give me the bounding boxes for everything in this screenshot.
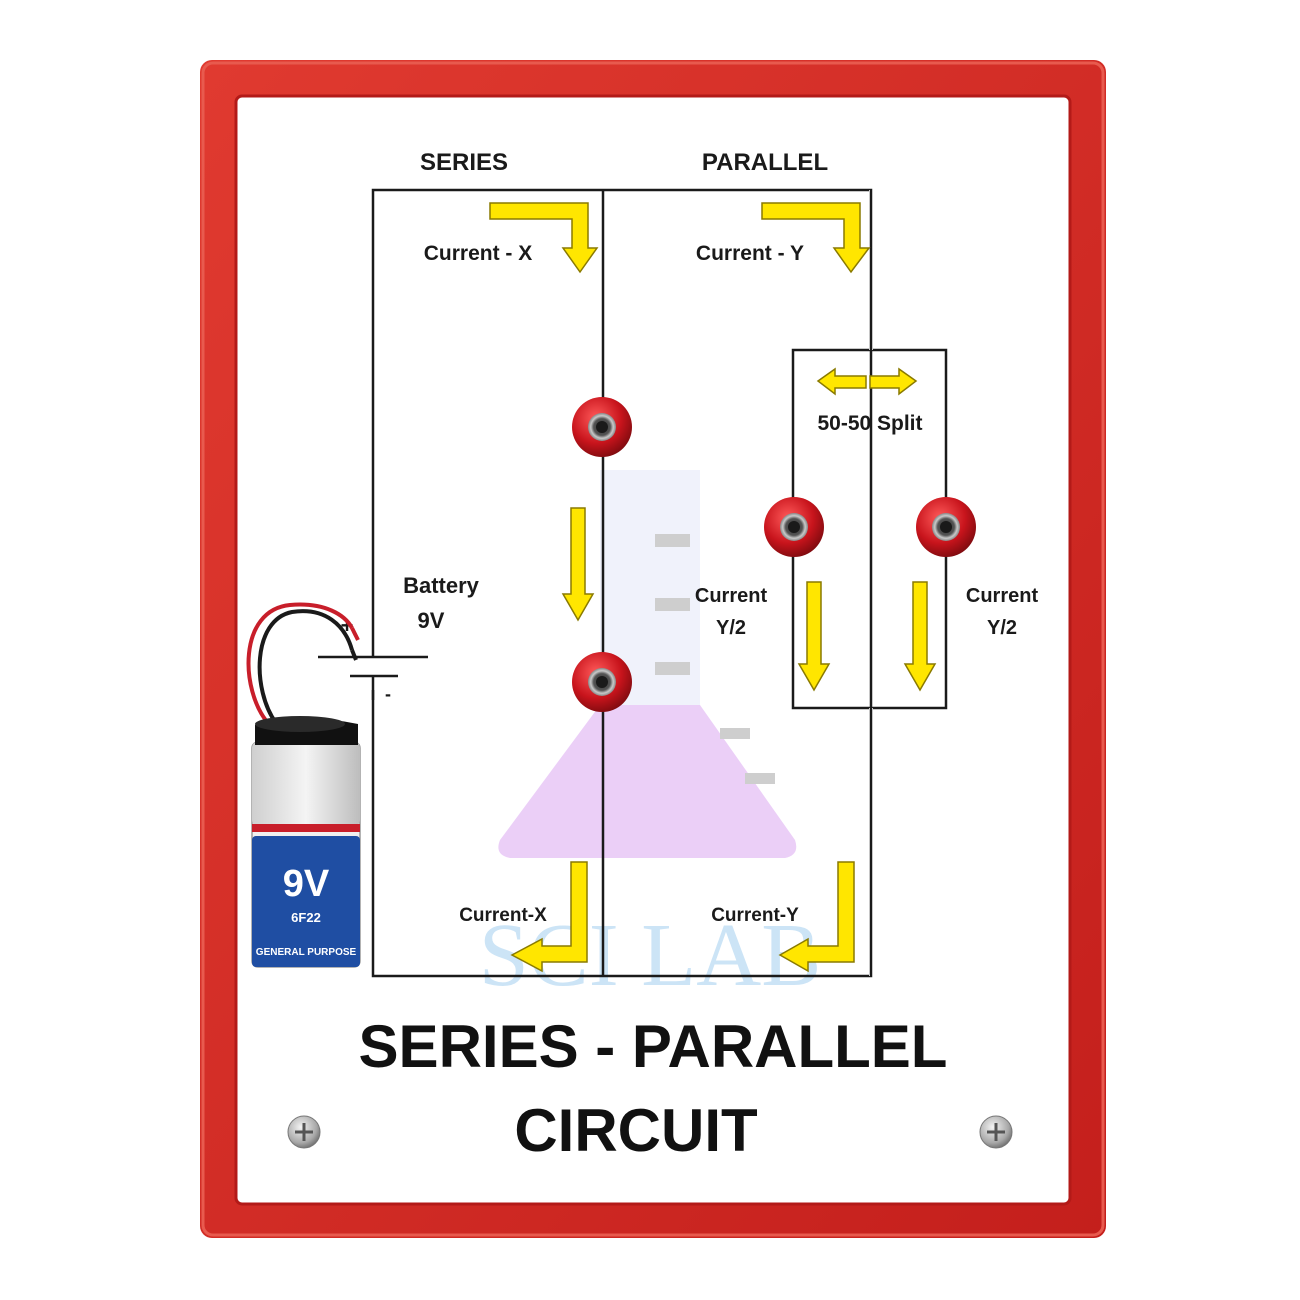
circuit-labels: SERIES PARALLEL Current - X Current - Y …: [341, 149, 1039, 926]
board-title: SERIES - PARALLEL CIRCUIT: [359, 1013, 948, 1164]
socket-parallel-right[interactable]: [916, 497, 976, 557]
socket-series-top[interactable]: [572, 397, 632, 457]
socket-series-bottom[interactable]: [572, 652, 632, 712]
label-current-y-top: Current - Y: [696, 242, 804, 265]
title-line2: CIRCUIT: [514, 1097, 757, 1164]
title-line1: SERIES - PARALLEL: [359, 1013, 948, 1080]
label-minus: -: [385, 684, 391, 704]
label-current-y2-left-line1: Current: [695, 585, 768, 607]
arrow-parallel-bottom-icon: [778, 861, 855, 973]
battery-black-wire: [257, 609, 354, 725]
label-current-x-top: Current - X: [424, 242, 533, 265]
battery-type: GENERAL PURPOSE: [256, 947, 357, 958]
heading-parallel: PARALLEL: [702, 149, 828, 176]
label-current-x-bottom: Current-X: [459, 905, 547, 926]
label-battery-line1: Battery: [403, 573, 480, 598]
arrow-right-branch-icon: [903, 581, 937, 692]
label-current-y2-right-line1: Current: [966, 585, 1039, 607]
label-current-y-bottom: Current-Y: [711, 905, 799, 926]
label-current-y2-left-line2: Y/2: [716, 617, 746, 639]
arrow-series-middle-icon: [561, 507, 595, 622]
arrow-series-bottom-icon: [510, 861, 588, 973]
current-arrows: [489, 202, 937, 973]
arrow-series-top-icon: [489, 202, 599, 274]
battery-red-stripe: [252, 824, 360, 832]
battery-9v[interactable]: 9V 6F22 GENERAL PURPOSE: [246, 602, 361, 968]
battery-voltage: 9V: [283, 863, 330, 905]
arrow-parallel-top-icon: [761, 202, 871, 274]
arrow-split-right-icon: [869, 367, 918, 396]
screw-left-icon: [287, 1115, 321, 1149]
screw-right-icon: [979, 1115, 1013, 1149]
battery-blue-label: [252, 836, 360, 967]
battery-model: 6F22: [291, 910, 321, 925]
label-current-y2-right-line2: Y/2: [987, 617, 1017, 639]
battery-red-wire: [246, 602, 354, 725]
label-split: 50-50 Split: [817, 412, 922, 435]
label-battery-line2: 9V: [418, 608, 445, 633]
arrow-left-branch-icon: [797, 581, 831, 692]
arrow-split-left-icon: [816, 367, 867, 396]
socket-parallel-left[interactable]: [764, 497, 824, 557]
heading-series: SERIES: [420, 149, 508, 176]
